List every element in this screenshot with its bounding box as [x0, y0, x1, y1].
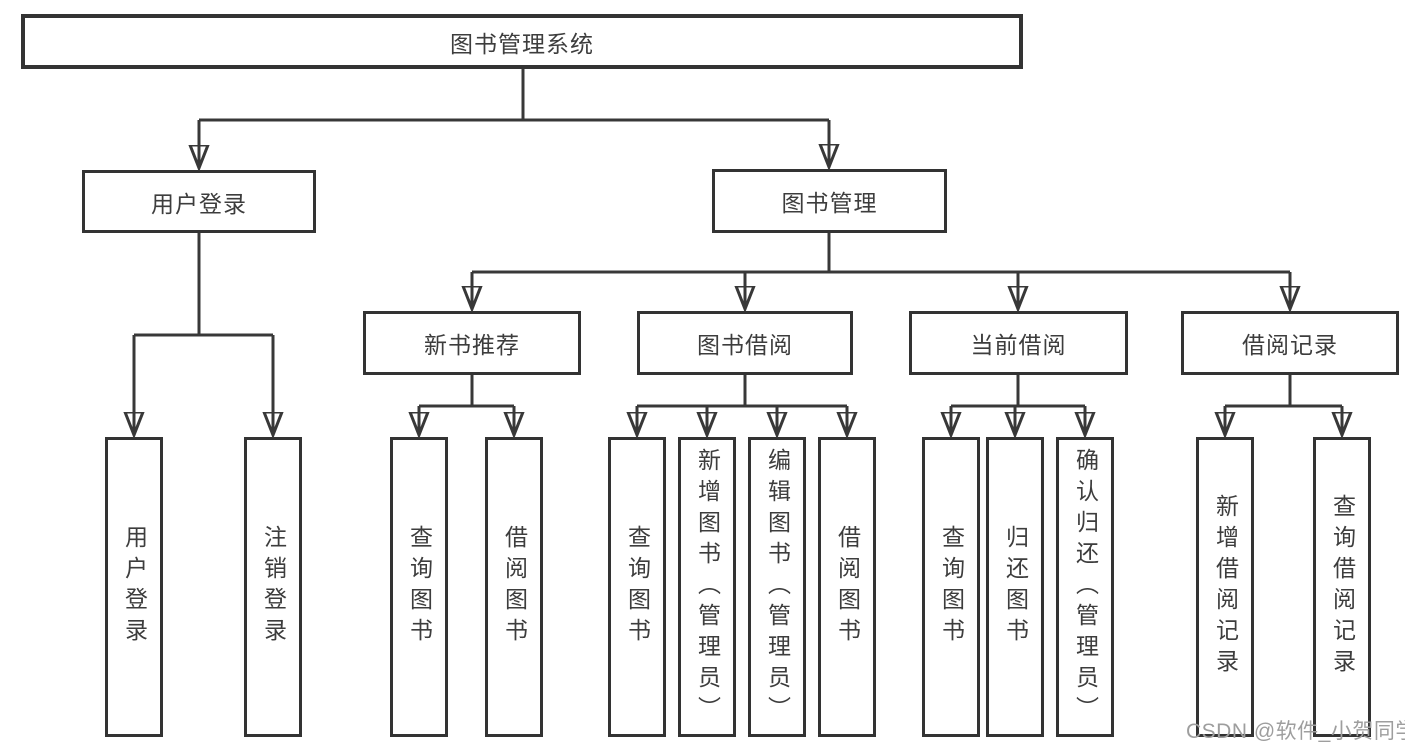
node-label: 图书管理系统: [450, 30, 594, 57]
connector-userlogin-to-leaves: [134, 233, 273, 435]
leaf-edit-books-admin: 编辑图书（管理员）: [748, 437, 806, 737]
node-label: 新书推荐: [424, 332, 520, 358]
node-system-root: 图书管理系统: [21, 14, 1023, 69]
node-label: 用户登录: [151, 190, 247, 217]
leaf-label: 注销登录: [260, 525, 287, 649]
leaf-label: 查询借阅记录: [1329, 494, 1356, 680]
leaf-label: 查询图书: [938, 525, 965, 649]
leaf-label: 归还图书: [1002, 525, 1029, 649]
node-borrow-records: 借阅记录: [1181, 311, 1399, 375]
leaf-add-books-admin: 新增图书（管理员）: [678, 437, 736, 737]
leaf-user-login: 用户登录: [105, 437, 163, 737]
connector-root-to-level2: [199, 69, 829, 168]
leaf-query-books-borrow: 查询图书: [608, 437, 666, 737]
leaf-label: 编辑图书（管理员）: [764, 447, 791, 727]
node-label: 图书借阅: [697, 332, 793, 358]
connector-records-to-leaves: [1225, 375, 1342, 435]
node-book-borrow: 图书借阅: [637, 311, 853, 375]
connector-borrow-to-leaves: [637, 375, 847, 435]
leaf-label: 借阅图书: [834, 525, 861, 649]
leaf-borrow-books: 借阅图书: [818, 437, 876, 737]
connector-recommend-to-leaves: [419, 375, 514, 435]
leaf-add-borrow-record: 新增借阅记录: [1196, 437, 1254, 737]
leaf-label: 新增借阅记录: [1212, 494, 1239, 680]
watermark: CSDN @软件_小贺同学: [1186, 720, 1405, 743]
connector-current-to-leaves: [951, 375, 1085, 435]
leaf-label: 查询图书: [624, 525, 651, 649]
leaf-query-books-current: 查询图书: [922, 437, 980, 737]
leaf-query-books-recommend: 查询图书: [390, 437, 448, 737]
node-label: 当前借阅: [970, 332, 1067, 358]
node-book-management: 图书管理: [712, 169, 947, 233]
leaf-label: 借阅图书: [501, 525, 528, 649]
node-current-borrow: 当前借阅: [909, 311, 1128, 375]
leaf-return-books: 归还图书: [986, 437, 1044, 737]
node-label: 借阅记录: [1242, 332, 1338, 358]
node-user-login: 用户登录: [82, 170, 316, 233]
connector-bookmgmt-to-level3: [472, 233, 1290, 309]
leaf-confirm-return-admin: 确认归还（管理员）: [1056, 437, 1114, 737]
leaf-query-borrow-record: 查询借阅记录: [1313, 437, 1371, 737]
leaf-label: 新增图书（管理员）: [694, 447, 721, 727]
node-new-book-recommend: 新书推荐: [363, 311, 581, 375]
leaf-borrow-books-recommend: 借阅图书: [485, 437, 543, 737]
leaf-label: 查询图书: [406, 525, 433, 649]
node-label: 图书管理: [781, 190, 878, 216]
leaf-logout: 注销登录: [244, 437, 302, 737]
leaf-label: 用户登录: [121, 525, 148, 649]
leaf-label: 确认归还（管理员）: [1072, 447, 1099, 727]
